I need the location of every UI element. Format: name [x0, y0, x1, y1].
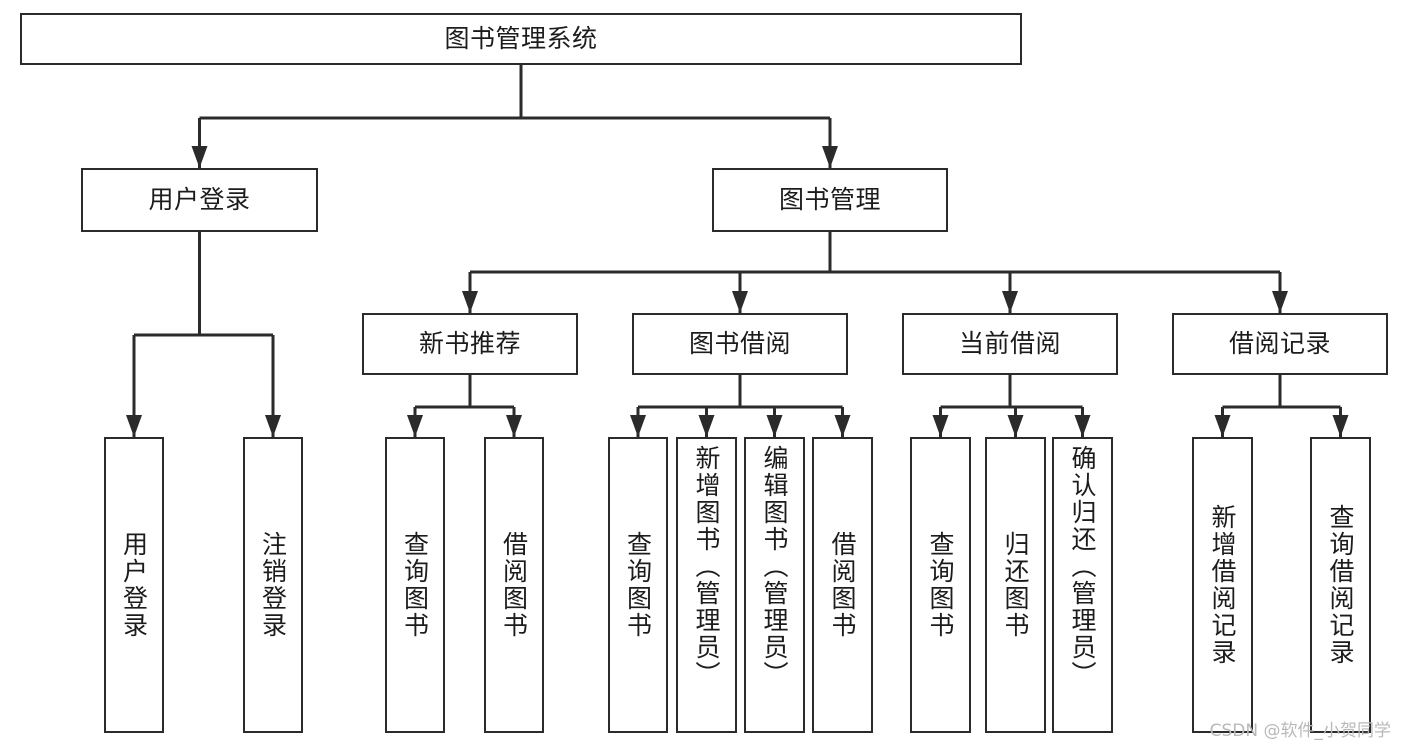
arrowhead-icon [1002, 291, 1018, 313]
arrowhead-icon [265, 415, 281, 437]
node-label: 查询图书 [926, 531, 955, 639]
node-leaf-borrow-book[interactable]: 借阅图书 [812, 437, 873, 733]
node-label: 用户登录 [119, 531, 149, 639]
node-label: 查询图书 [623, 531, 653, 639]
arrowhead-icon [630, 415, 646, 437]
arrowhead-icon [834, 415, 851, 437]
arrowhead-icon [932, 415, 949, 437]
node-root[interactable]: 图书管理系统 [20, 13, 1022, 65]
arrowhead-icon [822, 146, 838, 168]
arrowhead-icon [1214, 415, 1231, 437]
node-book-manage[interactable]: 图书管理 [712, 168, 948, 232]
node-user-login[interactable]: 用户登录 [81, 168, 318, 232]
node-leaf-user-login[interactable]: 用户登录 [104, 437, 164, 733]
node-leaf-query-book[interactable]: 查询图书 [608, 437, 668, 733]
node-label: 图书借阅 [688, 329, 791, 358]
node-label: 新增图书（管理员） [692, 445, 721, 688]
node-leaf-add-record[interactable]: 新增借阅记录 [1192, 437, 1253, 733]
node-label: 借阅记录 [1228, 329, 1331, 358]
node-label: 查询图书 [400, 531, 430, 639]
arrowhead-icon [506, 415, 522, 437]
node-label: 新增借阅记录 [1208, 504, 1237, 666]
node-label: 用户登录 [148, 185, 251, 214]
arrowhead-icon [766, 415, 783, 437]
node-leaf-borrow-book-rec[interactable]: 借阅图书 [484, 437, 544, 733]
node-label: 归还图书 [1001, 531, 1030, 639]
node-label: 编辑图书（管理员） [760, 445, 789, 688]
node-leaf-edit-book[interactable]: 编辑图书（管理员） [744, 437, 805, 733]
node-label: 新书推荐 [418, 329, 521, 358]
node-label: 借阅图书 [828, 531, 857, 639]
node-leaf-query-book-rec[interactable]: 查询图书 [385, 437, 445, 733]
arrowhead-icon [1074, 415, 1091, 437]
arrowhead-icon [1272, 291, 1288, 313]
arrowhead-icon [126, 415, 142, 437]
arrowhead-icon [698, 415, 715, 437]
node-book-borrow[interactable]: 图书借阅 [632, 313, 848, 375]
node-leaf-logout[interactable]: 注销登录 [243, 437, 303, 733]
node-label: 图书管理 [778, 185, 881, 214]
node-label: 查询借阅记录 [1326, 504, 1355, 666]
node-borrow-record[interactable]: 借阅记录 [1172, 313, 1388, 375]
arrowhead-icon [1332, 415, 1349, 437]
node-label: 当前借阅 [958, 329, 1061, 358]
node-label: 图书管理系统 [444, 24, 598, 53]
arrowhead-icon [191, 146, 208, 168]
node-leaf-confirm-return[interactable]: 确认归还（管理员） [1052, 437, 1113, 733]
node-label: 借阅图书 [499, 531, 529, 639]
node-leaf-return-book[interactable]: 归还图书 [985, 437, 1046, 733]
node-leaf-query-book-cur[interactable]: 查询图书 [910, 437, 971, 733]
arrowhead-icon [732, 291, 748, 313]
node-leaf-add-book[interactable]: 新增图书（管理员） [676, 437, 737, 733]
node-label: 注销登录 [258, 531, 288, 639]
node-leaf-query-record[interactable]: 查询借阅记录 [1310, 437, 1371, 733]
node-current-borrow[interactable]: 当前借阅 [902, 313, 1118, 375]
node-new-book-rec[interactable]: 新书推荐 [362, 313, 578, 375]
node-label: 确认归还（管理员） [1068, 445, 1097, 688]
watermark: CSDN @软件_小贺同学 [1209, 721, 1391, 741]
arrowhead-icon [407, 415, 423, 437]
arrowhead-icon [462, 291, 478, 313]
arrowhead-icon [1007, 415, 1024, 437]
